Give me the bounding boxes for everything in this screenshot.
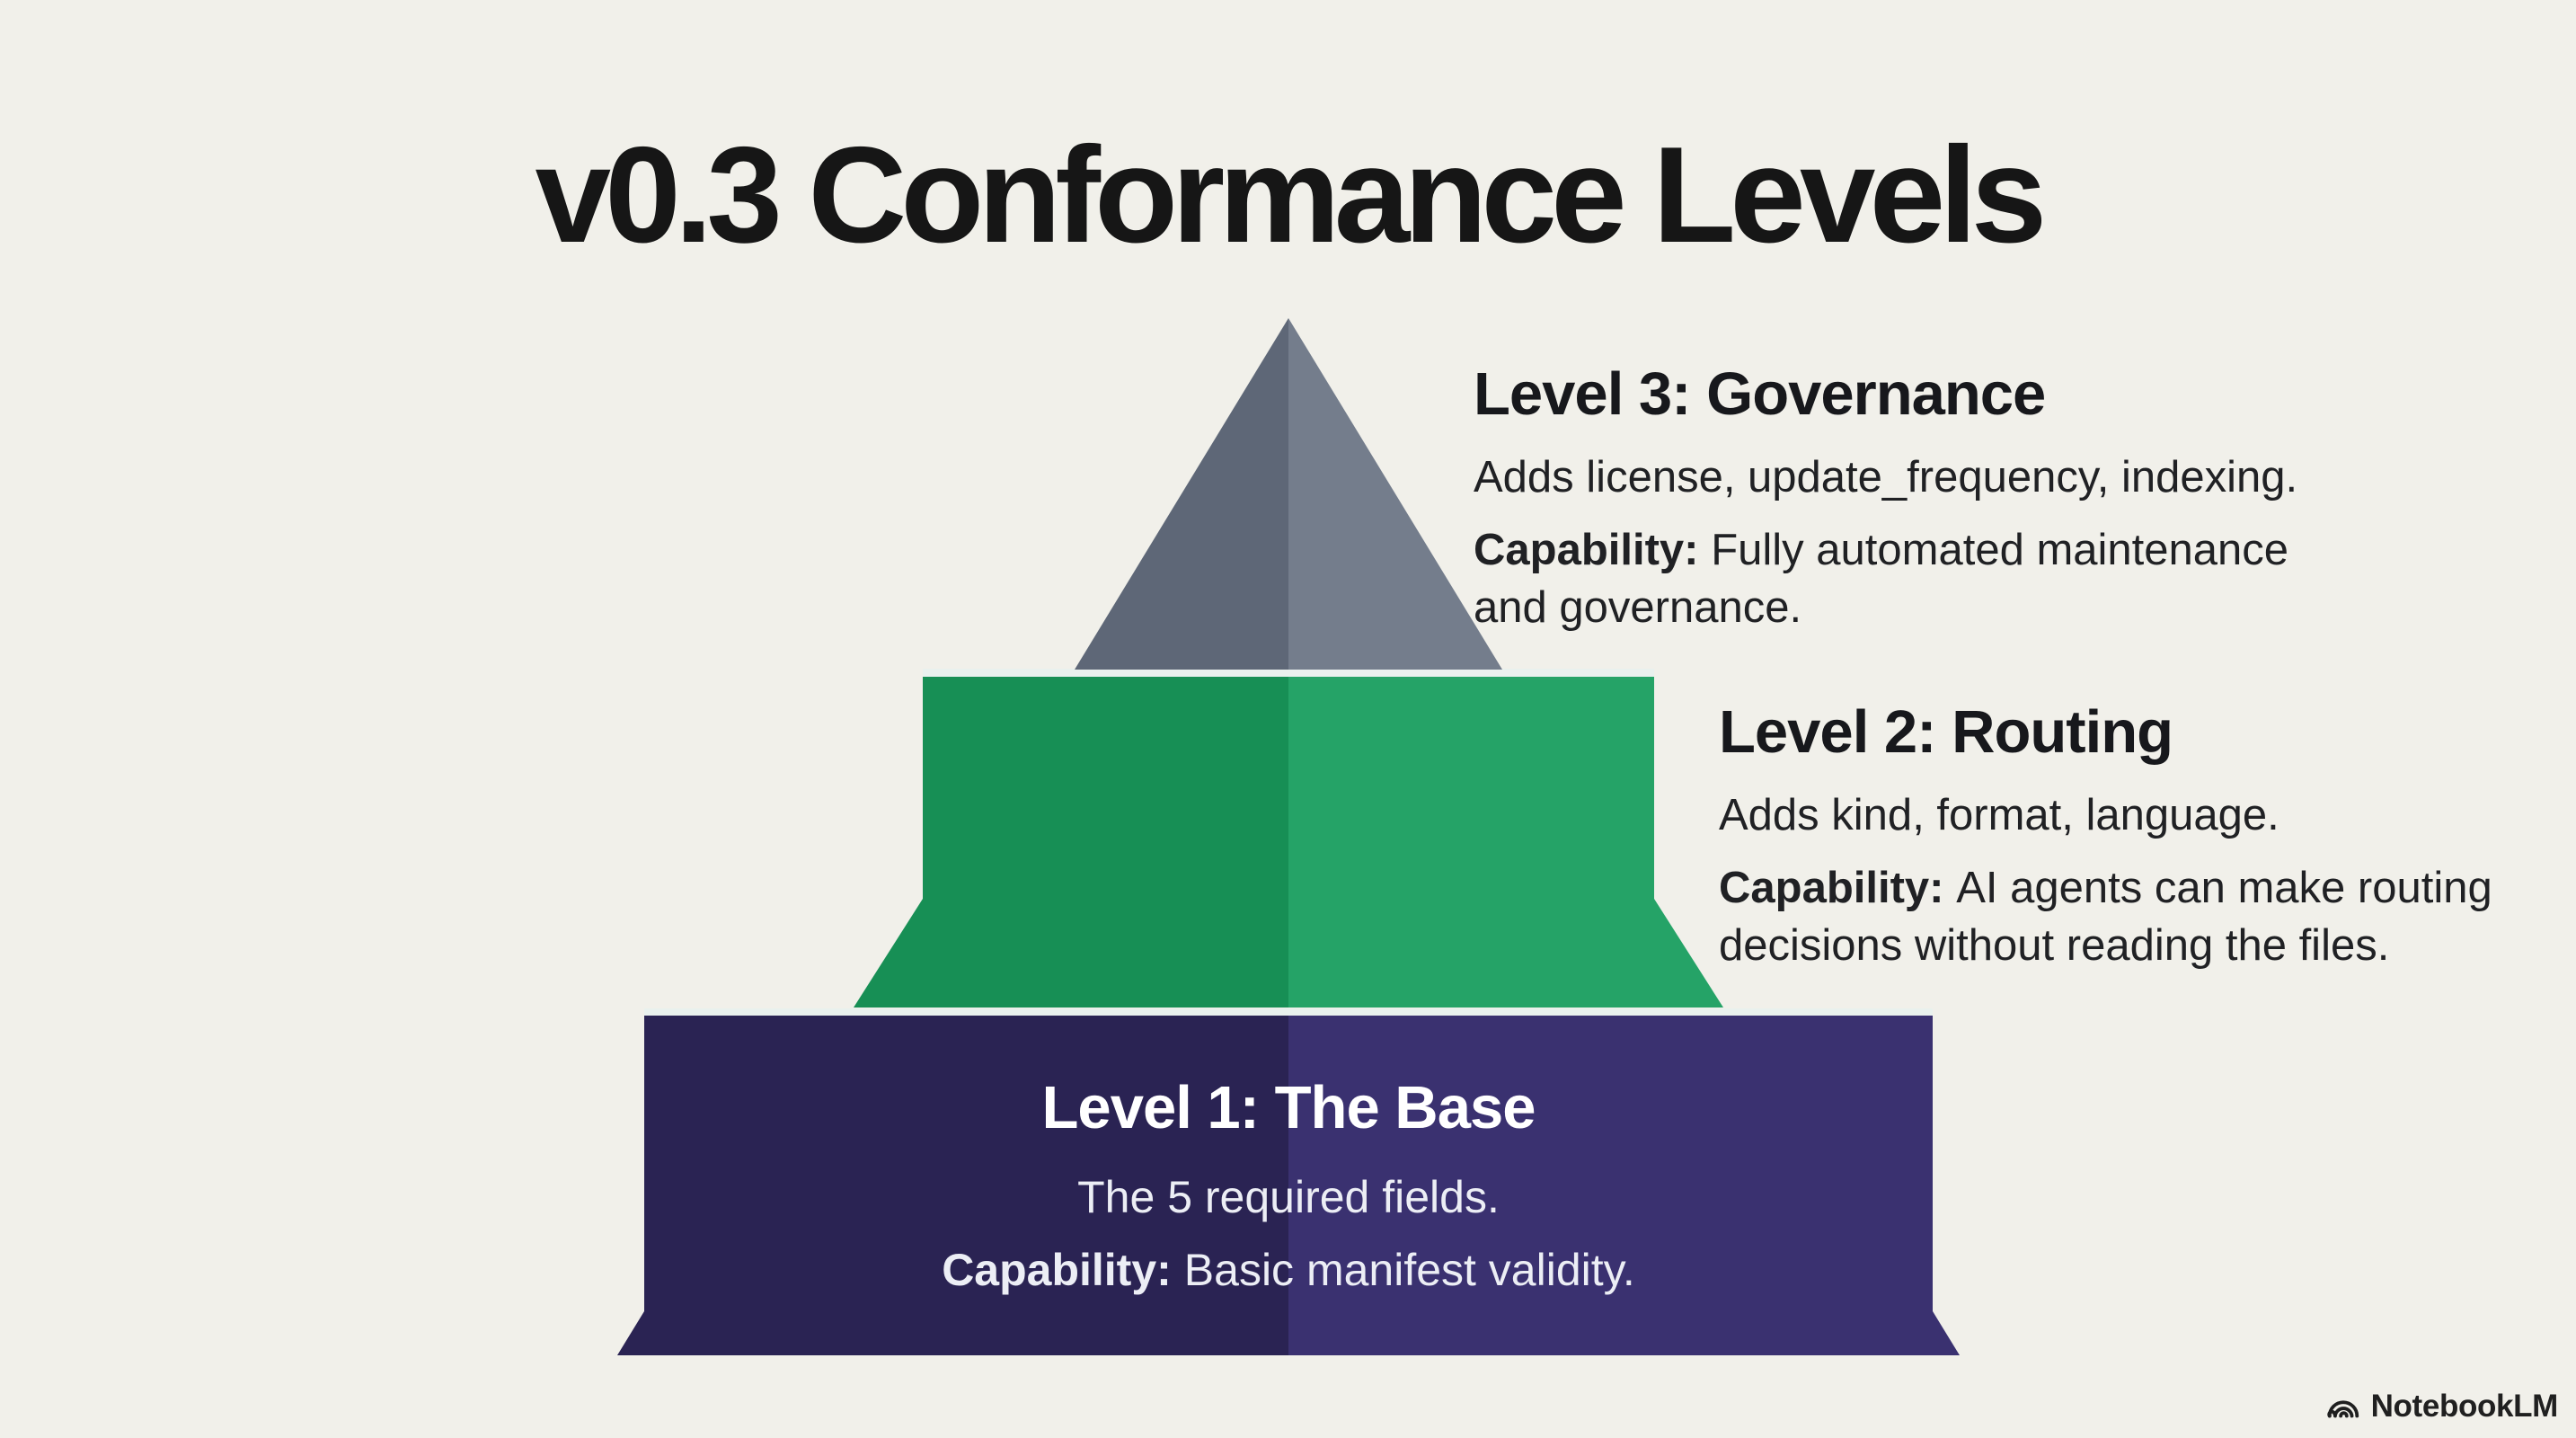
level-3-annotation: Level 3: Governance Adds license, update… [1474, 361, 2363, 637]
level-2-annotation: Level 2: Routing Adds kind, format, lang… [1719, 699, 2545, 975]
notebooklm-label: NotebookLM [2370, 1389, 2559, 1424]
tier-divider-bottom [644, 1008, 1933, 1016]
level-1-block-left-facet [617, 1016, 1288, 1355]
level-1-block-right-facet [1288, 1016, 1960, 1355]
level-3-adds: Adds license, update_frequency, indexing… [1474, 452, 2298, 502]
level-2-heading: Level 2: Routing [1719, 698, 2173, 766]
level-3-capability: Capability:Fully automated maintenance a… [1474, 522, 2363, 636]
level-3-triangle-left-facet [1075, 318, 1288, 670]
level-2-capability: Capability:AI agents can make routing de… [1719, 860, 2545, 974]
level-1-capability: Capability:Basic manifest validity. [644, 1241, 1933, 1300]
level-1-capability-text: Basic manifest validity. [1183, 1244, 1635, 1295]
notebooklm-attribution: NotebookLM [2324, 1388, 2558, 1425]
level-1-capability-label: Capability: [942, 1244, 1172, 1295]
level-2-adds: Adds kind, format, language. [1719, 790, 2279, 839]
notebooklm-icon [2326, 1400, 2359, 1418]
level-3-heading: Level 3: Governance [1474, 360, 2046, 428]
level-3-capability-label: Capability: [1474, 526, 1699, 575]
level-3-triangle-right-facet [1288, 318, 1502, 670]
level-2-block-right-facet [1288, 677, 1723, 1007]
level-2-capability-text: AI agents can make routing decisions wit… [1719, 864, 2492, 971]
level-2-block-left-facet [854, 677, 1288, 1007]
page-title: v0.3 Conformance Levels [535, 119, 2048, 271]
level-1-annotation: Level 1: The Base The 5 required fields.… [644, 1075, 1933, 1300]
level-1-heading: Level 1: The Base [1041, 1074, 1536, 1141]
level-1-adds: The 5 required fields. [1077, 1171, 1500, 1222]
level-2-capability-label: Capability: [1719, 864, 1944, 913]
level-3-capability-text: Fully automated maintenance and governan… [1474, 526, 2289, 633]
tier-divider-top [923, 669, 1654, 677]
